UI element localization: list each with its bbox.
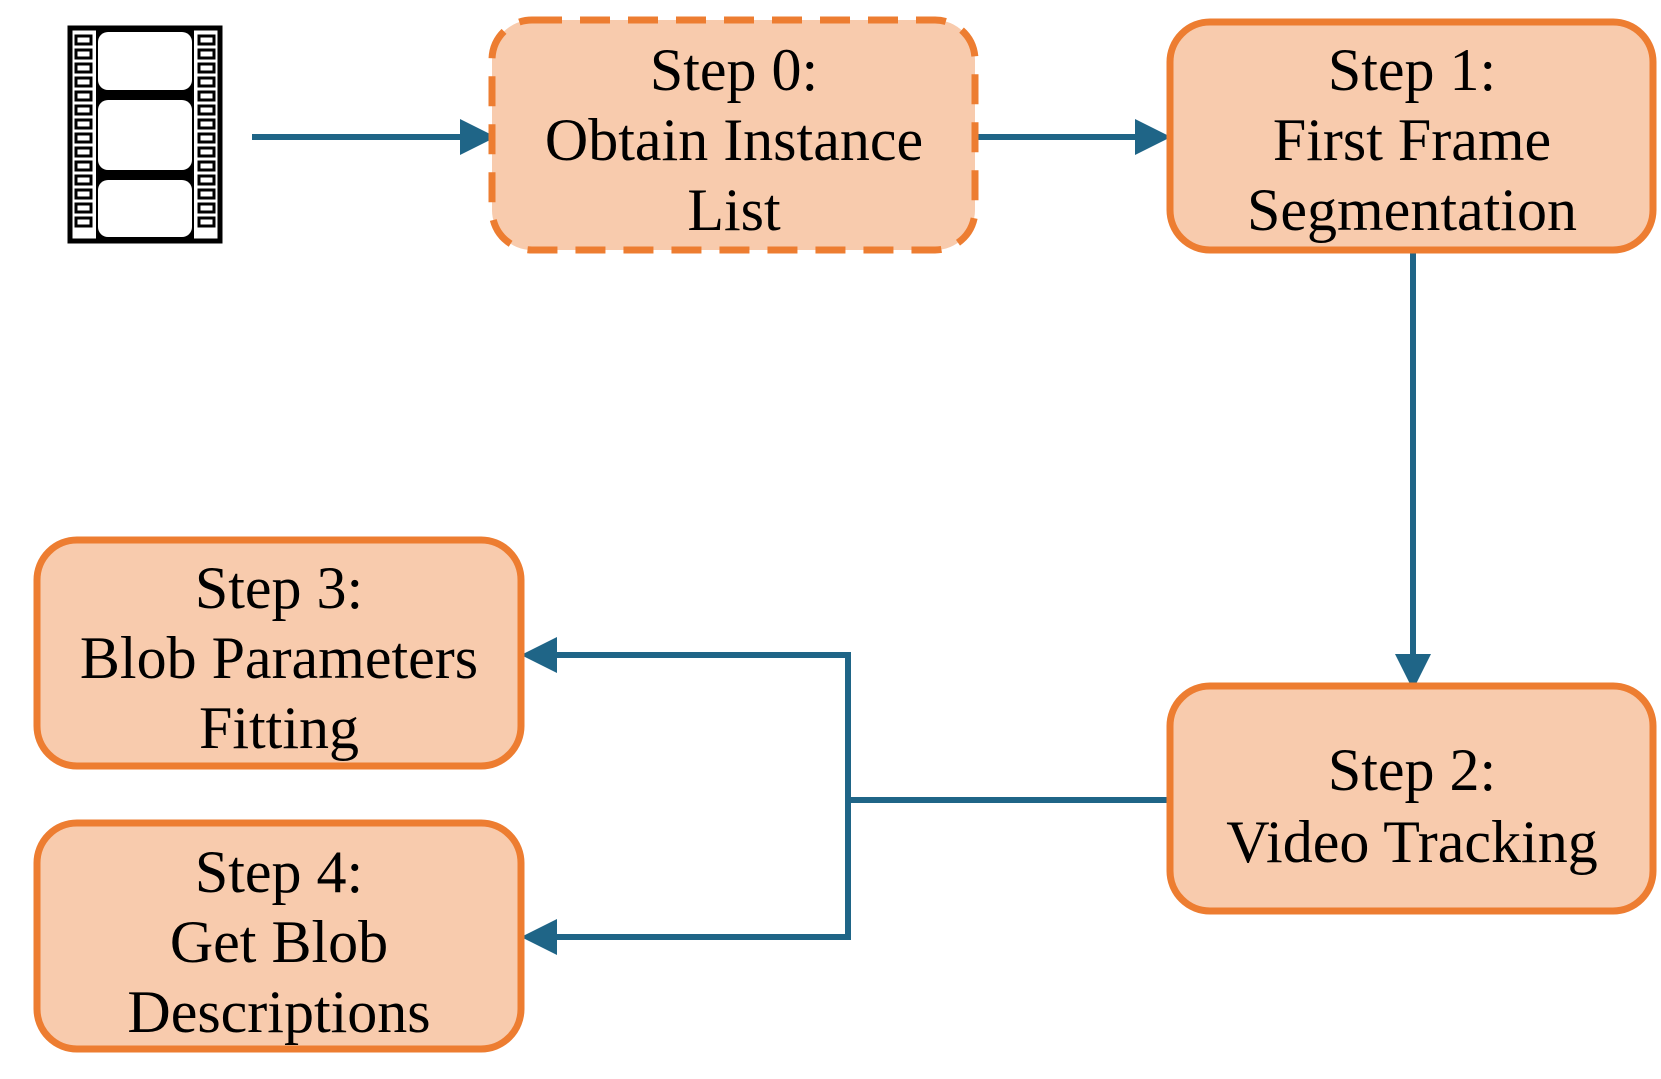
step0-line-3: List — [687, 177, 781, 243]
film-strip-icon — [67, 25, 223, 244]
film-sprocket-hole — [74, 202, 93, 214]
step3-line-2: Blob Parameters — [80, 625, 478, 691]
film-sprocket-hole — [197, 146, 216, 158]
step2-line-2: Video Tracking — [1226, 809, 1597, 875]
film-sprocket-hole — [74, 90, 93, 102]
film-sprocket-hole — [197, 160, 216, 172]
film-sprocket-hole — [197, 62, 216, 74]
film-sprocket-hole — [74, 76, 93, 88]
step2-node: Step 2: Video Tracking — [1166, 682, 1657, 915]
connectors — [252, 119, 1431, 955]
film-sprocket-hole — [74, 146, 93, 158]
film-sprocket-hole — [74, 48, 93, 60]
film-sprocket-hole — [197, 48, 216, 60]
film-sprocket-hole — [74, 118, 93, 130]
step3-line-1: Step 3: — [195, 555, 363, 621]
film-sprocket-hole — [197, 132, 216, 144]
film-sprocket-hole — [197, 202, 216, 214]
film-sprocket-hole — [197, 174, 216, 186]
step1-line-3: Segmentation — [1247, 177, 1577, 243]
film-sprocket-hole — [74, 188, 93, 200]
step3-line-3: Fitting — [199, 695, 359, 761]
edge-step2-to-step4 — [521, 800, 851, 955]
step4-node: Step 4: Get Blob Descriptions — [33, 819, 525, 1053]
film-sprocket-hole — [197, 188, 216, 200]
film-sprocket-hole — [197, 90, 216, 102]
film-sprocket-hole — [74, 174, 93, 186]
step4-line-2: Get Blob — [170, 909, 388, 975]
film-sprocket-hole — [197, 104, 216, 116]
film-sprocket-hole — [74, 62, 93, 74]
film-sprocket-hole — [74, 34, 93, 46]
step4-line-3: Descriptions — [127, 979, 430, 1045]
step0-node: Step 0: Obtain Instance List — [488, 16, 979, 254]
step0-line-1: Step 0: — [650, 37, 818, 103]
film-sprocket-hole — [197, 216, 216, 228]
film-sprocket-hole — [74, 216, 93, 228]
film-sprocket-hole — [74, 132, 93, 144]
step3-node: Step 3: Blob Parameters Fitting — [33, 536, 525, 770]
film-sprocket-hole — [197, 76, 216, 88]
film-sprocket-hole — [74, 160, 93, 172]
step2-line-1: Step 2: — [1328, 737, 1496, 803]
step1-line-2: First Frame — [1273, 107, 1551, 173]
film-sprocket-hole — [74, 104, 93, 116]
film-sprocket-hole — [197, 118, 216, 130]
edge-step2-to-step3 — [521, 637, 851, 800]
step1-node: Step 1: First Frame Segmentation — [1166, 18, 1657, 254]
step4-line-1: Step 4: — [195, 839, 363, 905]
step0-line-2: Obtain Instance — [545, 107, 923, 173]
step1-line-1: Step 1: — [1328, 37, 1496, 103]
film-sprocket-hole — [197, 34, 216, 46]
